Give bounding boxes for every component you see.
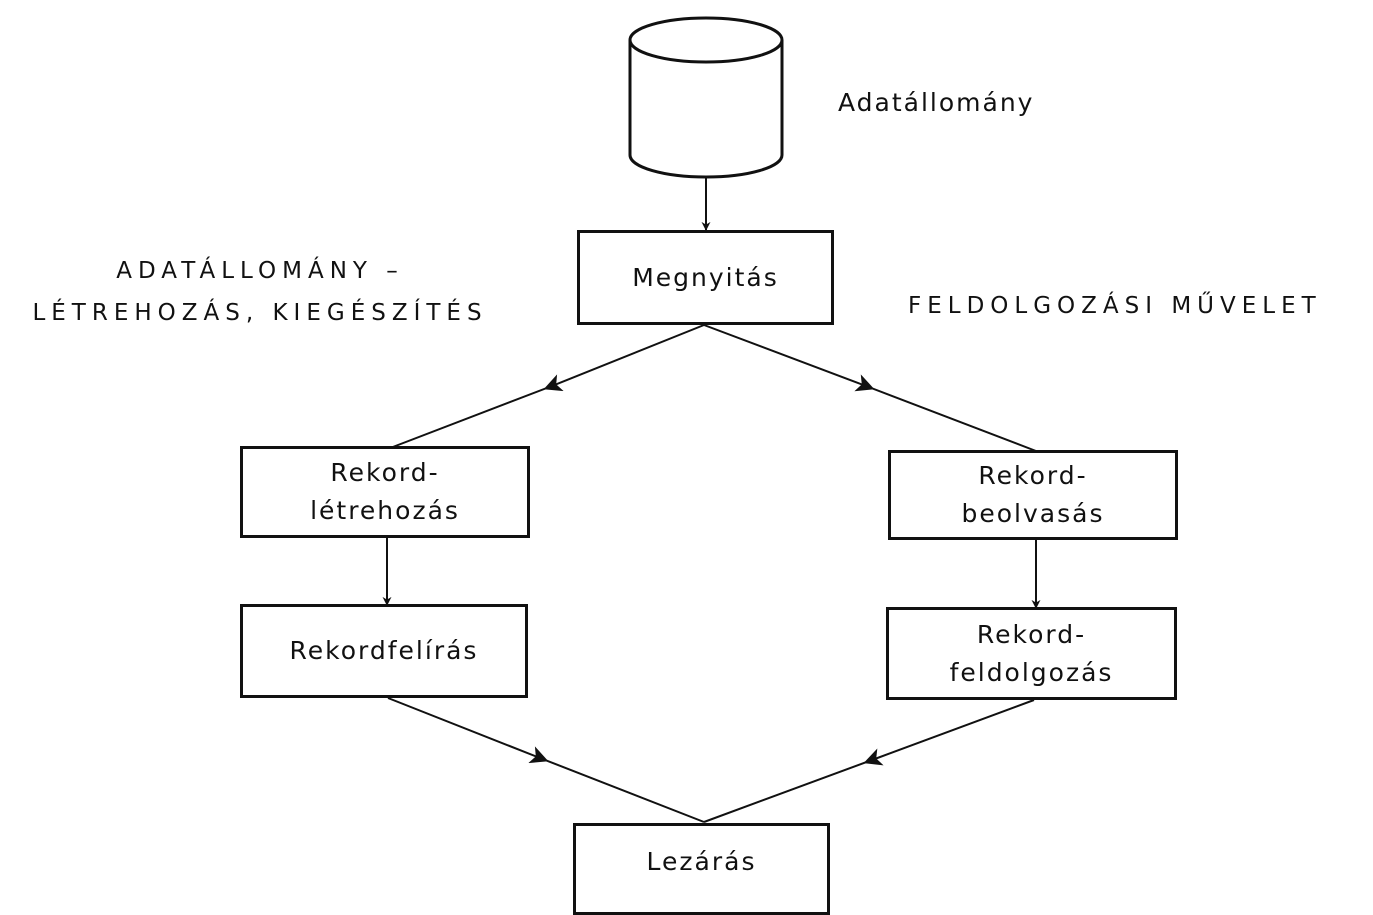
- close-label: Lezárás: [646, 847, 757, 876]
- open-label: Megnyitás: [632, 262, 779, 292]
- record-process-box: Rekord- feldolgozás: [886, 607, 1177, 700]
- left-heading-line2: LÉTREHOZÁS, KIEGÉSZÍTÉS: [32, 300, 488, 326]
- close-box: Lezárás: [573, 823, 830, 915]
- arrow-process-to-close: [703, 699, 1035, 823]
- record-process-label-line1: Rekord-: [976, 619, 1087, 649]
- left-heading-line1: ADATÁLLOMÁNY –: [116, 258, 404, 284]
- record-read-box: Rekord- beolvasás: [888, 450, 1178, 540]
- record-create-label-line2: létrehozás: [310, 496, 460, 525]
- arrow-write-to-close: [387, 697, 705, 823]
- record-create-label-line1: Rekord-: [330, 458, 440, 487]
- record-read-label-line1: Rekord-: [978, 461, 1088, 490]
- database-label: Adatállomány: [838, 88, 1035, 117]
- right-heading: FELDOLGOZÁSI MŰVELET: [908, 293, 1322, 319]
- database-cylinder-icon: [628, 16, 784, 179]
- record-write-label: Rekordfelírás: [289, 636, 479, 665]
- open-box: Megnyitás: [577, 230, 834, 325]
- record-process-label-line2: feldolgozás: [949, 657, 1114, 687]
- arrow-open-to-create: [384, 324, 705, 451]
- record-create-box: Rekord- létrehozás: [240, 446, 530, 538]
- left-heading: ADATÁLLOMÁNY – LÉTREHOZÁS, KIEGÉSZÍTÉS: [10, 250, 510, 334]
- record-read-label-line2: beolvasás: [961, 499, 1105, 528]
- arrow-open-to-read: [703, 324, 1037, 452]
- record-write-box: Rekordfelírás: [240, 604, 528, 698]
